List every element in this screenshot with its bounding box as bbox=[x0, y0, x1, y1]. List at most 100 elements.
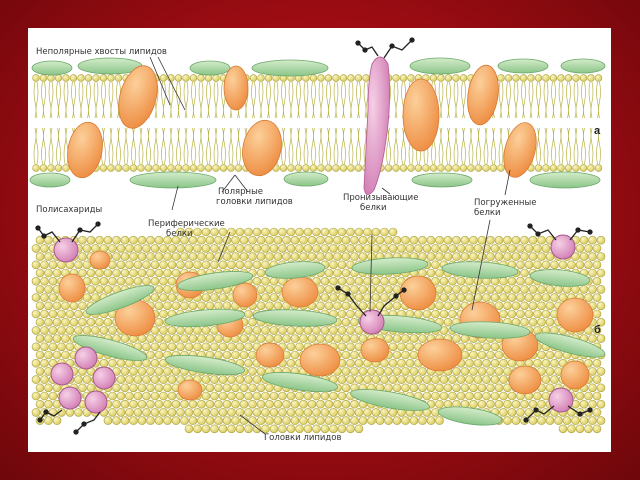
lipid-head bbox=[486, 252, 495, 261]
lipid-head bbox=[579, 252, 589, 261]
lipid-head bbox=[256, 268, 266, 278]
lipid-head bbox=[392, 74, 400, 82]
lipid-head bbox=[329, 408, 338, 417]
lipid-tail bbox=[341, 127, 346, 165]
lipid-head bbox=[431, 244, 440, 253]
lipid-head bbox=[32, 164, 40, 172]
lipid-head bbox=[465, 375, 474, 384]
lipid-head bbox=[299, 235, 308, 245]
lipid-head bbox=[142, 244, 151, 253]
lipid-head bbox=[40, 375, 49, 384]
lipid-head bbox=[295, 244, 304, 253]
lipid-head bbox=[448, 309, 457, 319]
lipid-head bbox=[422, 391, 432, 401]
lipid-tail bbox=[311, 127, 316, 165]
lipid-tail bbox=[33, 81, 39, 119]
peripheral-proteins-upper bbox=[31, 57, 606, 77]
lipid-head bbox=[511, 399, 521, 409]
lipid-head bbox=[380, 293, 389, 302]
lipid-head bbox=[279, 164, 288, 172]
lipid-head bbox=[269, 244, 279, 253]
lipid-tail bbox=[281, 81, 286, 119]
lipid-head bbox=[235, 342, 245, 352]
lipid-head bbox=[537, 317, 546, 327]
lipid-head bbox=[350, 350, 359, 360]
lipid-head bbox=[265, 285, 274, 294]
lipid-head bbox=[329, 227, 338, 237]
lipid-head bbox=[235, 424, 245, 434]
lipid-head bbox=[252, 326, 262, 335]
lipid-head bbox=[358, 416, 368, 425]
lipid-head bbox=[339, 74, 348, 82]
lipid-head bbox=[524, 244, 534, 253]
lipid-head bbox=[295, 424, 304, 434]
lipid-head bbox=[534, 74, 543, 82]
lipid-head bbox=[312, 424, 321, 434]
lipid-head bbox=[350, 367, 359, 376]
lipid-head bbox=[152, 164, 160, 172]
lipid-head bbox=[324, 235, 334, 245]
lipid-tail bbox=[333, 127, 339, 165]
lipid-head bbox=[57, 342, 66, 352]
lipid-head bbox=[269, 424, 279, 434]
lipid-head bbox=[456, 293, 466, 302]
lipid-head bbox=[159, 309, 168, 319]
lipid-tail bbox=[108, 81, 114, 119]
lipid-tail bbox=[453, 127, 459, 165]
lipid-head bbox=[65, 326, 75, 335]
lipid-head bbox=[137, 399, 147, 409]
panel-label-a: а bbox=[594, 125, 601, 137]
lipid-head bbox=[218, 375, 228, 384]
lipid-head bbox=[180, 416, 189, 425]
lipid-head bbox=[388, 375, 398, 384]
lipid-head bbox=[401, 367, 410, 376]
lipid-head bbox=[316, 235, 325, 245]
lipid-head bbox=[596, 285, 606, 294]
lipid-head bbox=[137, 252, 147, 261]
lipid-head bbox=[299, 252, 308, 261]
lipid-tail bbox=[581, 81, 586, 119]
lipid-head bbox=[235, 227, 245, 237]
lipid-head bbox=[524, 293, 534, 302]
lipid-head bbox=[92, 74, 100, 82]
lipid-head bbox=[516, 408, 525, 417]
lipid-tail bbox=[176, 81, 181, 119]
lipid-head bbox=[588, 235, 597, 245]
lipid-head bbox=[418, 416, 427, 425]
lipid-tail bbox=[356, 81, 361, 119]
lipid-head bbox=[91, 276, 100, 286]
lipid-head bbox=[341, 350, 351, 360]
lipid-head bbox=[273, 285, 283, 294]
lipid-head bbox=[171, 367, 181, 376]
lipid-head bbox=[309, 164, 318, 172]
lipid-head bbox=[197, 416, 206, 425]
lipid-head bbox=[533, 358, 542, 368]
lipid-head bbox=[154, 383, 164, 393]
lipid-head bbox=[62, 164, 70, 172]
lipid-head bbox=[354, 74, 363, 82]
lipid-head bbox=[222, 383, 232, 393]
lipid-head bbox=[282, 235, 291, 245]
lipid-head bbox=[545, 301, 555, 311]
lipid-head bbox=[231, 416, 240, 425]
lipid-head bbox=[572, 164, 580, 172]
lipid-head bbox=[137, 268, 147, 278]
lipid-tail bbox=[446, 127, 451, 165]
lipid-head bbox=[456, 244, 466, 253]
lipid-head bbox=[48, 326, 58, 335]
lipid-head bbox=[44, 235, 53, 245]
lipid-head bbox=[214, 399, 223, 409]
lipid-head bbox=[380, 276, 389, 286]
lipid-head bbox=[358, 334, 368, 343]
lipid-head bbox=[550, 260, 559, 270]
lipid-head bbox=[519, 74, 528, 82]
lipid-head bbox=[120, 252, 130, 261]
lipid-head bbox=[154, 235, 164, 245]
lipid-head bbox=[409, 235, 419, 245]
lipid-tail bbox=[326, 127, 331, 165]
lipid-head bbox=[448, 244, 457, 253]
lipid-head bbox=[363, 375, 372, 384]
lipid-head bbox=[286, 358, 296, 368]
lipid-head bbox=[150, 408, 160, 417]
lipid-head bbox=[197, 235, 206, 245]
